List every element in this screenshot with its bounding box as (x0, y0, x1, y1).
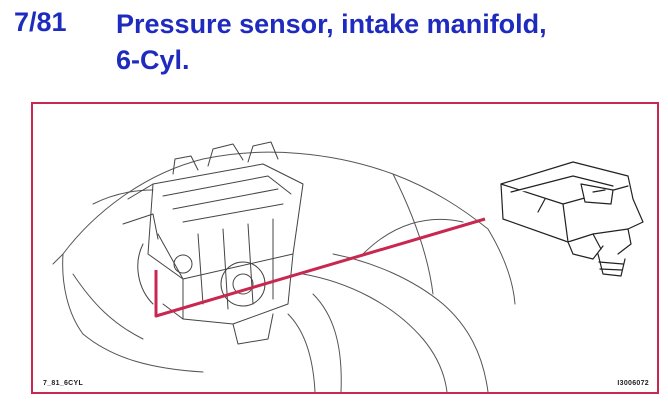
car-body-outline (52, 151, 516, 392)
illustration-frame: 7_81_6CYL I3006072 (31, 102, 659, 394)
page-title: Pressure sensor, intake manifold, 6-Cyl. (116, 6, 656, 78)
figure-label: 7_81_6CYL (43, 380, 84, 387)
callout-line (154, 217, 486, 318)
fender-outline (287, 293, 342, 392)
engine-illustration (52, 141, 644, 392)
page-header: 7/81 Pressure sensor, intake manifold, 6… (0, 0, 668, 100)
pressure-sensor (500, 161, 644, 277)
figure-code: I3006072 (617, 380, 649, 387)
title-line-1: Pressure sensor, intake manifold, (116, 9, 547, 39)
title-line-2: 6-Cyl. (116, 45, 190, 75)
section-number: 7/81 (14, 7, 67, 37)
engine-block (122, 141, 304, 345)
